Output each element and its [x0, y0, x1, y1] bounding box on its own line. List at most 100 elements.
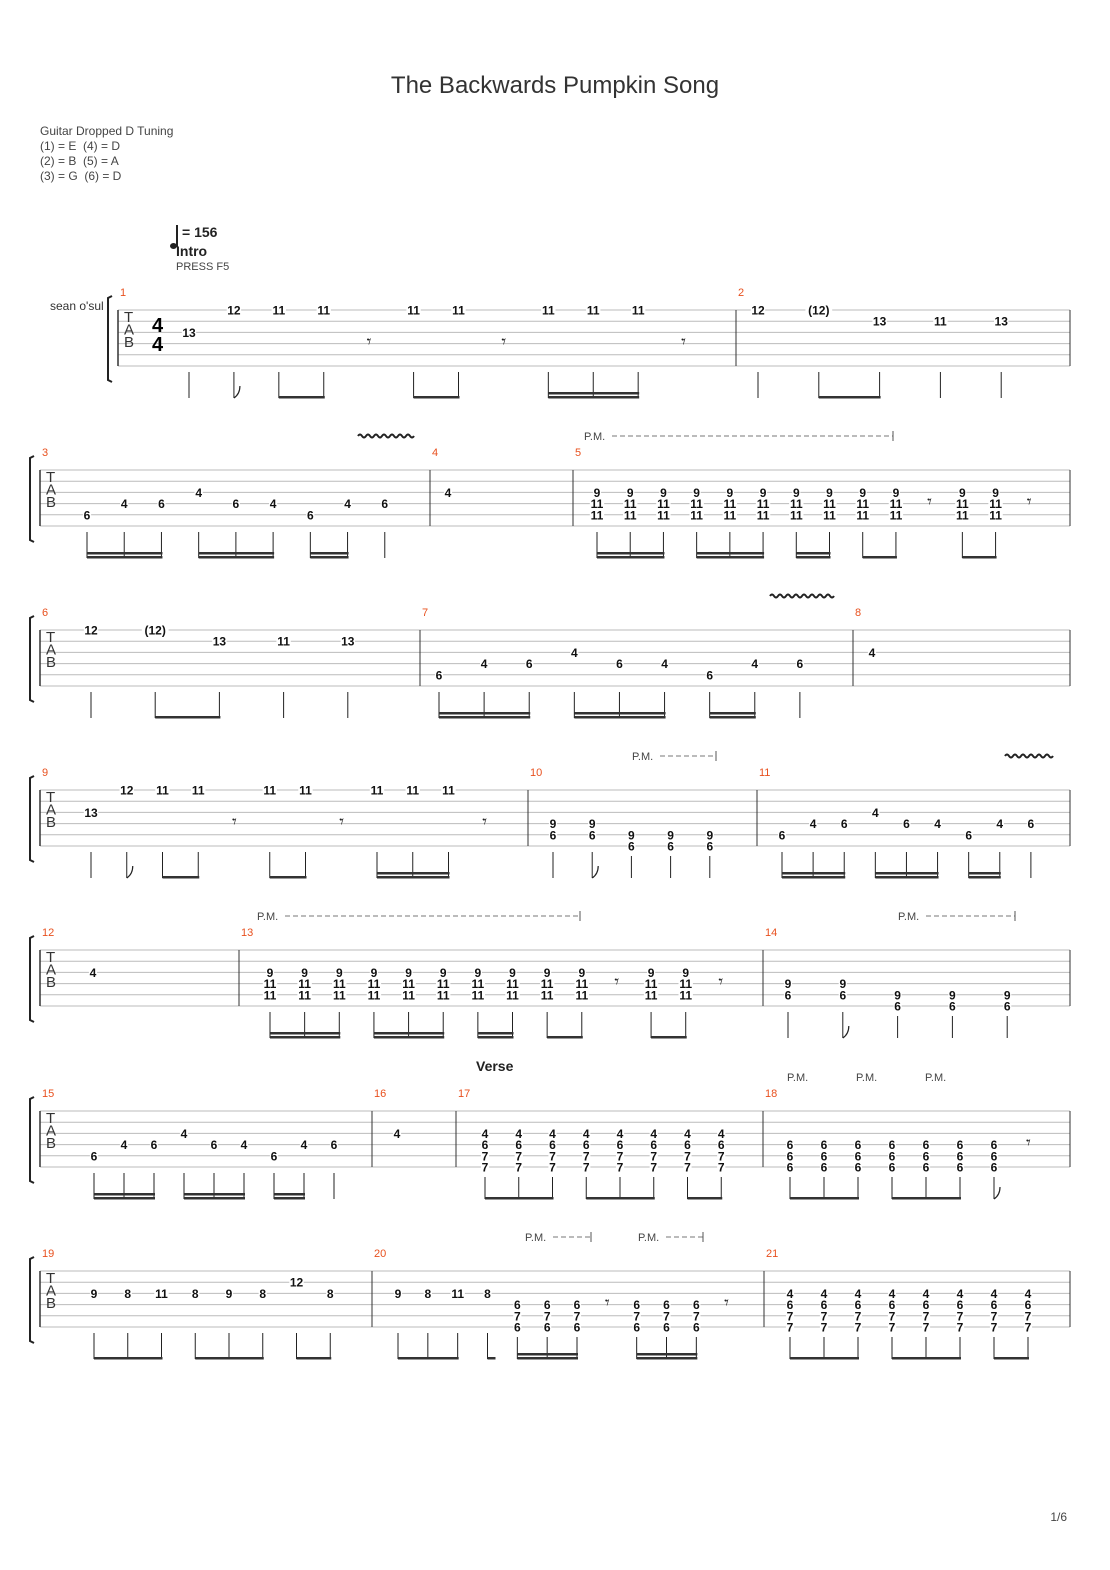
fret-number: 4 — [869, 646, 876, 660]
fret-bg — [989, 1321, 999, 1333]
song-title: The Backwards Pumpkin Song — [390, 72, 720, 99]
fret-number: 7 — [583, 1149, 590, 1163]
beam — [709, 712, 756, 715]
fret-bg — [692, 1299, 701, 1311]
fret-number: 11 — [541, 977, 554, 991]
fret-number: 4 — [996, 817, 1003, 831]
fret-number: 9 — [793, 486, 800, 500]
fret-bg — [434, 669, 444, 681]
fret-bg — [989, 1299, 999, 1311]
fret-bg — [887, 1299, 897, 1311]
fret-number: 9 — [894, 988, 901, 1002]
fret-number: 6 — [544, 1298, 551, 1312]
fret-bg — [239, 1139, 249, 1151]
fret-number: 11 — [856, 508, 869, 522]
system-bracket — [29, 615, 35, 703]
fret-bg — [958, 486, 967, 498]
fret-bg — [586, 304, 601, 316]
fret-number: 6 — [949, 1000, 956, 1014]
fret-bg — [662, 1299, 671, 1311]
fret-number: 4 — [195, 486, 202, 500]
fret-number: 11 — [299, 784, 312, 798]
beam — [517, 1353, 578, 1356]
fret-bg — [666, 829, 675, 841]
fret-number: 13 — [84, 806, 98, 820]
fret-number: 7 — [650, 1149, 657, 1163]
beam — [892, 1357, 961, 1360]
fret-number: 11 — [452, 304, 465, 318]
fret-number: 9 — [475, 966, 482, 980]
fret-number: 6 — [821, 1149, 828, 1163]
fret-number: 11 — [277, 635, 290, 649]
fret-number: 4 — [571, 646, 578, 660]
fret-bg — [991, 486, 1000, 498]
fret-bg — [392, 1127, 402, 1139]
tab-clef-letter: T — [46, 789, 55, 806]
measure-number: 16 — [374, 1088, 386, 1100]
fret-number: 4 — [241, 1138, 248, 1152]
fret-number: 11 — [298, 977, 311, 991]
tab-clef-letter: B — [46, 1135, 56, 1152]
time-signature-bottom: 4 — [152, 334, 164, 356]
fret-bg — [888, 498, 904, 510]
fret-number: 6 — [889, 1161, 896, 1175]
fret-bg — [366, 989, 382, 1001]
fret-number: 6 — [957, 1138, 964, 1152]
fret-number: 7 — [549, 1149, 556, 1163]
fret-bg — [1003, 989, 1012, 1001]
tempo-value: = 156 — [182, 224, 218, 240]
beam — [269, 876, 307, 879]
fret-bg — [819, 1161, 829, 1173]
fret-bg — [119, 784, 134, 796]
beam — [270, 1036, 341, 1039]
fret-number: 6 — [271, 1149, 278, 1163]
fret-bg — [789, 509, 804, 521]
fret-bg — [988, 509, 1003, 521]
fret-number: 9 — [826, 486, 833, 500]
vibrato-icon — [769, 593, 835, 599]
fret-bg — [643, 989, 659, 1001]
measure-number: 6 — [42, 607, 48, 619]
fret-bg — [819, 1287, 829, 1299]
palm-mute-label: P.M. — [638, 1232, 659, 1244]
fret-bg — [867, 646, 877, 658]
fret-number: 11 — [192, 784, 205, 798]
fret-number: 13 — [213, 635, 227, 649]
fret-number: 8 — [124, 1287, 131, 1301]
fret-bg — [401, 989, 416, 1001]
palm-mute-label: P.M. — [257, 911, 278, 923]
fret-bg — [785, 1161, 795, 1173]
measure-number: 18 — [765, 1088, 777, 1100]
fret-number: 6 — [787, 1138, 794, 1152]
fret-bg — [451, 304, 466, 316]
fret-number: 6 — [839, 988, 846, 1002]
beam — [548, 396, 640, 399]
beam — [709, 716, 756, 719]
fret-number: 11 — [591, 497, 604, 511]
fret-bg — [725, 486, 734, 498]
fret-number: 11 — [657, 497, 670, 511]
fret-bg — [785, 1139, 795, 1151]
beam — [87, 556, 163, 559]
fret-bg — [1023, 1299, 1033, 1311]
fret-bg — [83, 806, 99, 818]
fret-number: 6 — [841, 817, 848, 831]
beam — [636, 1357, 698, 1360]
fret-bg — [627, 840, 636, 852]
fret-number: 11 — [657, 508, 670, 522]
rest-icon: 𝄾 — [1026, 1133, 1031, 1153]
fret-bg — [297, 978, 312, 990]
fret-number: 11 — [645, 988, 658, 1002]
fret-number: 6 — [889, 1149, 896, 1163]
fret-number: 4 — [934, 817, 941, 831]
fret-number: 6 — [617, 1138, 624, 1152]
fret-bg — [539, 978, 555, 990]
fret-number: 4 — [481, 657, 488, 671]
fret-bg — [1026, 818, 1035, 830]
fret-bg — [514, 1161, 523, 1173]
fret-number: 6 — [633, 1321, 640, 1335]
fret-number: 11 — [442, 784, 455, 798]
fret-bg — [572, 1299, 582, 1311]
tab-clef-letter: T — [46, 469, 55, 486]
fret-bg — [88, 966, 98, 978]
